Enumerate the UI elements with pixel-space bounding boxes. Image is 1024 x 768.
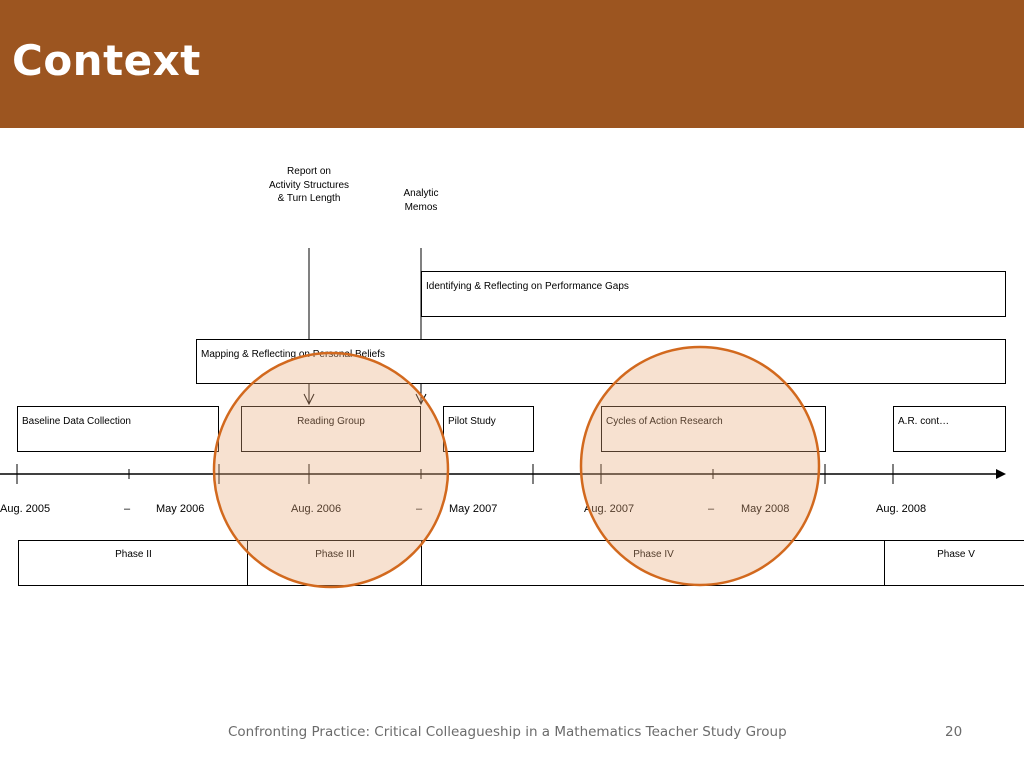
date-may-2006: May 2006 [156, 503, 205, 515]
slide-title: Context [12, 36, 201, 85]
phase-iii: Phase III [247, 541, 422, 585]
pilot-study-label: Pilot Study [448, 416, 496, 427]
reading-group-box: Reading Group [241, 406, 421, 452]
memos-line-2: Memos [404, 201, 438, 213]
phase-v: Phase V [884, 541, 1024, 585]
page-number: 20 [945, 724, 963, 740]
phase-iii-label: Phase III [315, 549, 355, 560]
footer-text: Confronting Practice: Critical Colleague… [228, 724, 787, 740]
date-may-2008: May 2008 [741, 503, 790, 515]
timeline-ticks [16, 464, 894, 484]
personal-beliefs-label: Mapping & Reflecting on Personal Beliefs [201, 349, 385, 360]
memos-line-1: Analytic [403, 188, 439, 199]
phase-ii: Phase II [19, 541, 248, 585]
report-line-3: & Turn Length [277, 193, 341, 204]
report-line-2: Activity Structures [268, 179, 350, 191]
performance-gaps-label: Identifying & Reflecting on Performance … [426, 281, 629, 292]
ar-cont-label: A.R. cont… [898, 416, 950, 427]
phase-iv-label: Phase IV [633, 549, 674, 560]
phase-iv: Phase IV [421, 541, 885, 585]
memos-arrowhead [415, 393, 427, 406]
report-line-1: Report on [287, 166, 331, 177]
date-separator-2: – [416, 503, 423, 515]
phase-row: Phase II Phase III Phase IV Phase V [18, 540, 1024, 586]
baseline-label: Baseline Data Collection [22, 416, 131, 427]
date-aug-2007: Aug. 2007 [584, 503, 635, 515]
date-may-2007: May 2007 [449, 503, 498, 515]
pilot-study-box: Pilot Study [443, 406, 534, 452]
baseline-box: Baseline Data Collection [17, 406, 219, 452]
cycles-label: Cycles of Action Research [606, 416, 723, 427]
date-aug-2005: Aug. 2005 [0, 503, 51, 515]
memos-annotation: Analytic Memos [391, 187, 451, 214]
date-aug-2006: Aug. 2006 [291, 503, 342, 515]
date-separator-3: – [708, 503, 715, 515]
phase-ii-label: Phase II [115, 549, 152, 560]
title-bar: Context [0, 0, 1024, 128]
performance-gaps-bar: Identifying & Reflecting on Performance … [421, 271, 1006, 317]
timeline-arrowhead [996, 469, 1006, 479]
ar-cont-box: A.R. cont… [893, 406, 1006, 452]
report-annotation: Report on Activity Structures & Turn Len… [259, 165, 359, 206]
phase-v-label: Phase V [937, 549, 975, 560]
report-arrowhead [303, 393, 315, 406]
personal-beliefs-bar: Mapping & Reflecting on Personal Beliefs [196, 339, 1006, 384]
reading-group-label: Reading Group [297, 416, 365, 427]
date-aug-2008: Aug. 2008 [876, 503, 927, 515]
cycles-box: Cycles of Action Research [601, 406, 826, 452]
date-separator-1: – [124, 503, 131, 515]
